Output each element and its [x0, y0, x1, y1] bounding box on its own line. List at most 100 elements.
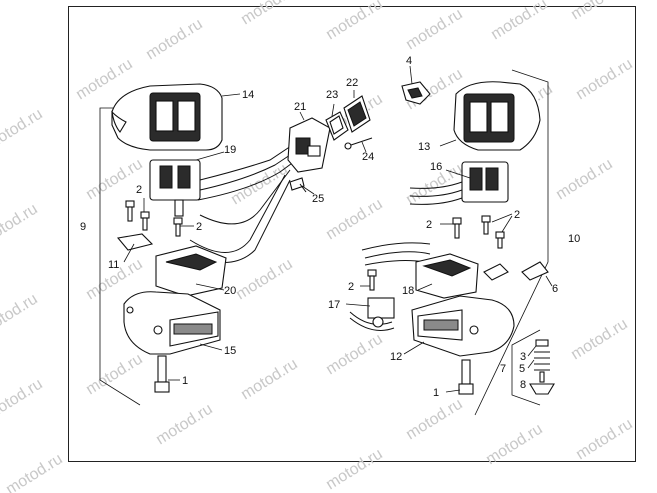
callout-20: 20 [224, 285, 236, 297]
left-switch-housing-20 [155, 245, 227, 297]
screw-left-upper [125, 200, 183, 237]
pin-24 [344, 137, 373, 150]
left-switch-block [149, 159, 201, 217]
clip-right [483, 263, 509, 281]
leader-23 [331, 103, 335, 117]
watermark: motod.ru [573, 56, 636, 104]
callout-21: 21 [294, 101, 306, 113]
callout-25: 25 [312, 193, 324, 205]
clip-11 [116, 233, 154, 251]
leader-17 [345, 303, 371, 307]
watermark: motod.ru [0, 376, 46, 424]
watermark: motod.ru [238, 356, 301, 404]
watermark: motod.ru [323, 196, 386, 244]
left-switch-cover [111, 83, 223, 151]
watermark: motod.ru [233, 256, 296, 304]
watermark: motod.ru [483, 421, 546, 469]
leader-2d [491, 213, 513, 223]
callout-2: 2 [426, 219, 432, 231]
watermark: motod.ru [83, 156, 146, 204]
callout-8: 8 [520, 379, 526, 391]
callout-19: 19 [224, 144, 236, 156]
gasket-23 [325, 111, 349, 141]
watermark: motod.ru [143, 16, 206, 64]
callout-16: 16 [430, 161, 442, 173]
watermark: motod.ru [228, 161, 291, 209]
callout-2: 2 [196, 221, 202, 233]
watermark: motod.ru [0, 291, 41, 339]
right-switch-housing-18 [415, 253, 479, 299]
leader-6 [545, 275, 553, 287]
watermark-layer: motod.ru motod.ru motod.ru motod.ru moto… [0, 0, 636, 493]
right-switch-cover [453, 81, 541, 151]
watermark: motod.ru [568, 316, 631, 364]
callout-5: 5 [519, 363, 525, 375]
callout-2: 2 [136, 184, 142, 196]
diagram-frame [68, 6, 636, 462]
watermark: motod.ru [568, 0, 631, 23]
leader-15 [199, 343, 223, 351]
left-wire-harness [199, 139, 301, 181]
watermark: motod.ru [403, 396, 466, 444]
callout-18: 18 [402, 285, 414, 297]
connector-22 [343, 95, 371, 133]
bracket-7 [511, 329, 541, 406]
callout-6: 6 [552, 283, 558, 295]
callout-23: 23 [326, 89, 338, 101]
switch-17 [349, 297, 395, 331]
screw-25 [289, 177, 307, 193]
callout-1: 1 [433, 387, 439, 399]
callout-17: 17 [328, 299, 340, 311]
callout-7: 7 [500, 363, 506, 375]
leader-13 [439, 139, 457, 147]
leader-20 [195, 283, 225, 291]
watermark: motod.ru [323, 0, 386, 43]
callout-24: 24 [362, 151, 374, 163]
right-switch-block [461, 161, 509, 203]
cap-6 [521, 261, 549, 281]
leader-21 [299, 111, 305, 121]
screw-right-mid [367, 269, 377, 291]
callout-1: 1 [182, 375, 188, 387]
callout-2: 2 [348, 281, 354, 293]
leader-2e [501, 215, 513, 233]
connector-4 [401, 81, 431, 105]
bracket-10 [474, 69, 549, 416]
watermark: motod.ru [3, 451, 66, 493]
right-lower-housing-12 [411, 295, 515, 357]
watermark: motod.ru [553, 156, 616, 204]
watermark: motod.ru [0, 201, 41, 249]
watermark: motod.ru [153, 401, 216, 449]
bolt-left [154, 355, 170, 393]
callout-3: 3 [520, 351, 526, 363]
callout-10: 10 [568, 233, 580, 245]
leader-14 [221, 93, 241, 97]
callout-2: 2 [514, 209, 520, 221]
leader-11 [123, 243, 135, 263]
leader-4 [409, 65, 413, 85]
callout-12: 12 [390, 351, 402, 363]
right-wire-harness [409, 181, 463, 189]
leader-1b [445, 389, 461, 393]
watermark: motod.ru [488, 0, 551, 43]
watermark: motod.ru [323, 446, 386, 493]
watermark: motod.ru [238, 0, 301, 28]
callout-9: 9 [80, 221, 86, 233]
leader-24 [361, 141, 367, 153]
leader-12 [403, 341, 425, 355]
leader-16 [445, 169, 471, 179]
spring-stack [529, 339, 555, 395]
leader-19 [195, 151, 225, 161]
watermark: motod.ru [403, 6, 466, 54]
callout-22: 22 [346, 77, 358, 89]
leader-25 [301, 185, 315, 195]
watermark: motod.ru [573, 416, 636, 464]
watermark: motod.ru [83, 351, 146, 399]
callout-15: 15 [224, 345, 236, 357]
bolt-right [458, 359, 474, 395]
callout-4: 4 [406, 55, 412, 67]
callout-13: 13 [418, 141, 430, 153]
callout-14: 14 [242, 89, 254, 101]
